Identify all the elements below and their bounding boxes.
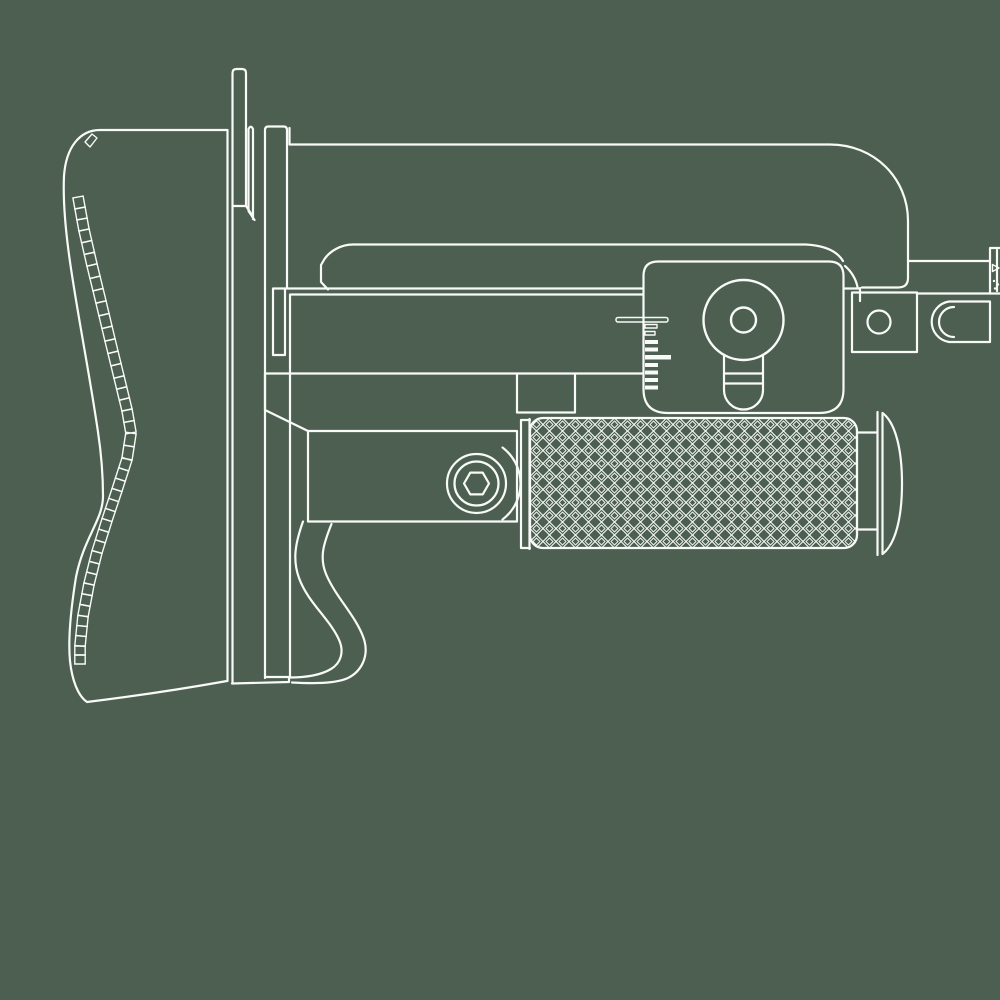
rail-band (271, 287, 647, 296)
housing-outline (263, 372, 519, 523)
windage-knob (519, 410, 904, 557)
arm-inner-curl-2 (843, 264, 861, 290)
plate-body (263, 125, 289, 680)
receiver-notch (515, 372, 577, 414)
rail-slot-inner-arc (937, 305, 956, 339)
knurled-knob (528, 416, 859, 550)
tick-long (645, 355, 671, 360)
serration-segment (74, 654, 86, 665)
plate-tab (271, 287, 287, 357)
serration-segment (123, 419, 137, 435)
tick-outlined-2 (644, 330, 656, 336)
hex-socket-icon (462, 471, 491, 496)
tick-7 (645, 370, 658, 375)
end-box-dot-3 (993, 287, 997, 290)
end-box-dot-2 (996, 283, 1000, 286)
bracket-hole (866, 309, 892, 335)
buttpad-outline (62, 128, 229, 704)
knob-flange (876, 410, 904, 557)
block-outline (642, 260, 845, 415)
hex-screw-outer (445, 452, 508, 515)
elevation-block (615, 260, 845, 415)
buttpad (62, 128, 229, 704)
tick-3 (645, 340, 658, 344)
hex-screw-inner (453, 460, 500, 507)
end-box-screw-glyph (991, 263, 1000, 273)
arm-inner-curl (351, 243, 845, 263)
knob-neck (855, 431, 879, 531)
wheel-axle (729, 306, 758, 334)
plate-rear-edge (288, 126, 292, 679)
end-box-dot-1 (992, 279, 996, 283)
buttpad-corner-notch (84, 133, 98, 148)
scale-ticks (644, 323, 671, 390)
spacer-strip (247, 125, 256, 222)
rail-cover-left-end (319, 243, 355, 291)
tick-outlined-1 (644, 323, 658, 329)
spur-outer-curve (290, 522, 367, 685)
adjustment-wheel (702, 278, 785, 362)
stock-plate (226, 67, 292, 685)
keyhole-slot (722, 353, 765, 411)
tick-9 (645, 385, 658, 390)
tick-4 (645, 347, 658, 352)
buttpad-serrations (72, 195, 137, 665)
spur-inner-curve (287, 520, 343, 679)
mounting-bracket (850, 291, 919, 354)
tick-8 (645, 378, 658, 382)
grip-spur (287, 520, 367, 685)
scale-pointer (615, 316, 669, 323)
tick-6 (645, 363, 658, 367)
rail-slot-pill (930, 300, 992, 344)
top-arm (288, 143, 910, 303)
receiver (263, 143, 1000, 414)
serration-segment (121, 444, 135, 461)
